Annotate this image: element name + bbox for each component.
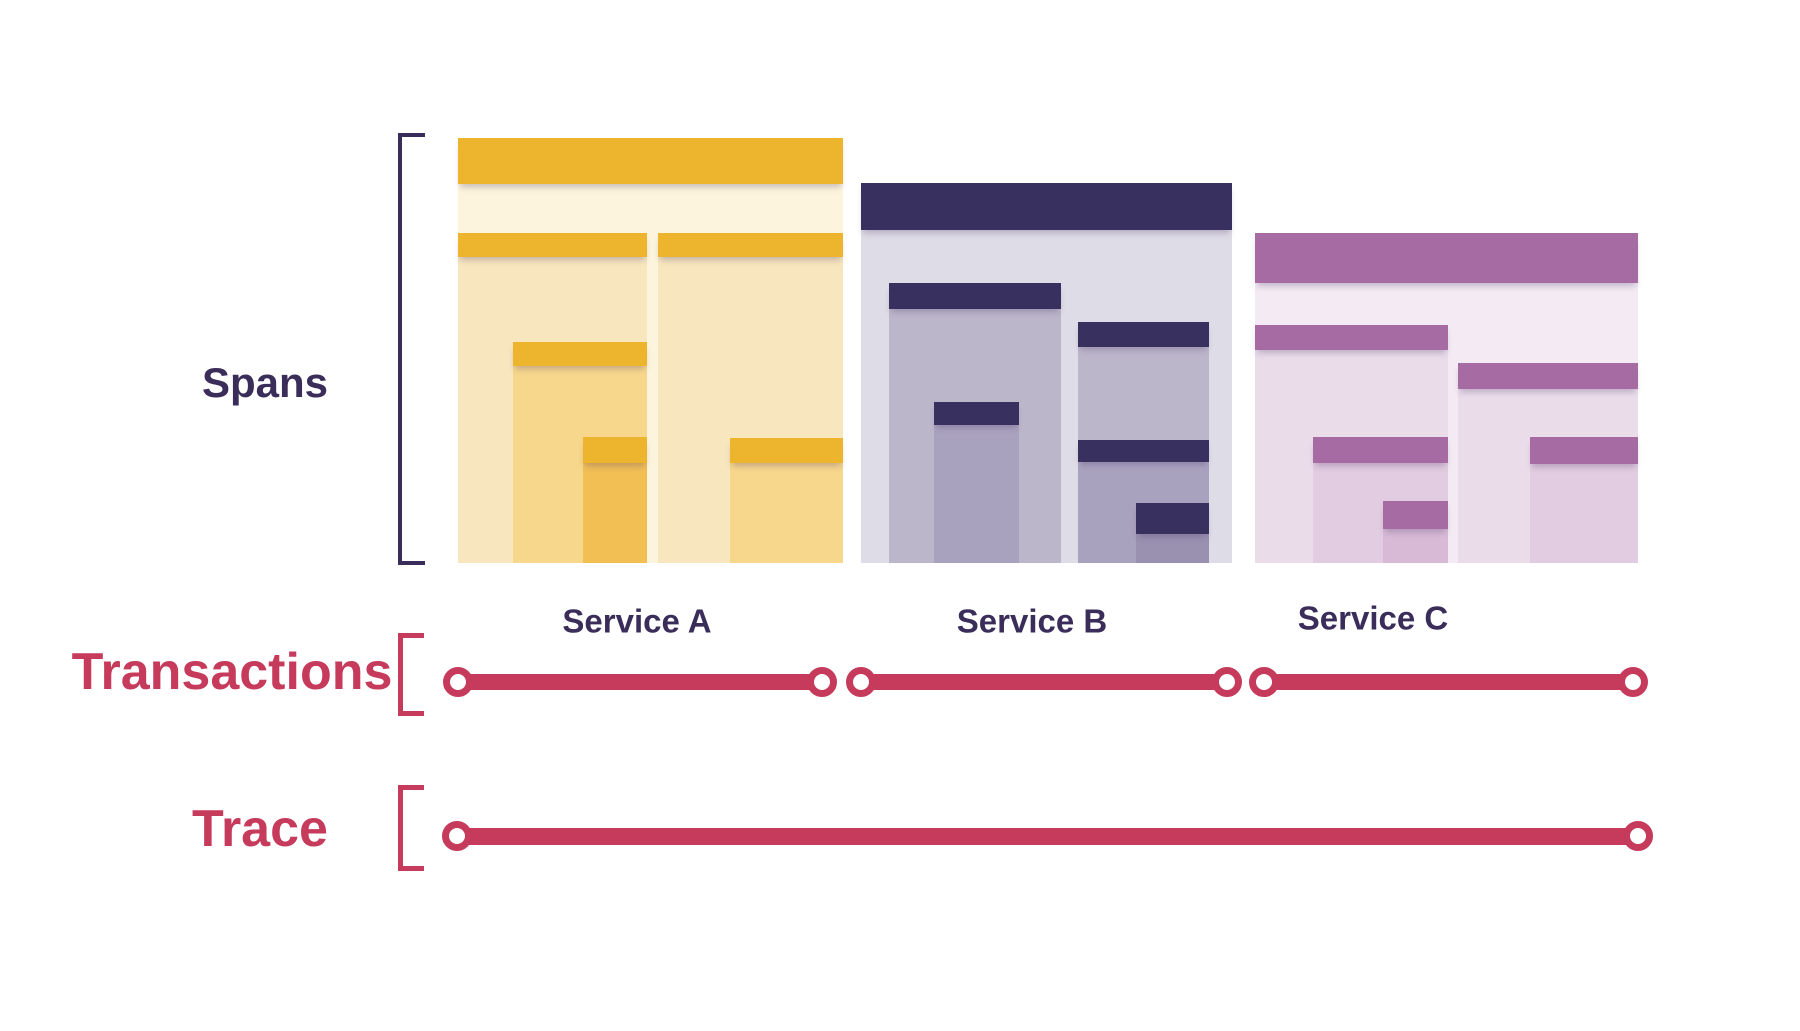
- transactions-timeline-segment-3-start-ring: [1249, 667, 1279, 697]
- service-b-span-5-body: [1136, 534, 1209, 563]
- service-a-root-span-header: [458, 138, 843, 184]
- service-a-span-4-header: [583, 437, 647, 463]
- service-c-span-4-header: [1383, 501, 1448, 529]
- service-b-label: Service B: [956, 602, 1108, 640]
- service-b-span-4-header: [1078, 440, 1209, 462]
- transactions-timeline-segment-3: [1264, 674, 1633, 690]
- spans-bracket: [398, 133, 425, 565]
- service-a-label: Service A: [562, 602, 712, 640]
- trace-label: Trace: [192, 800, 328, 858]
- service-a-span-5-header: [730, 438, 843, 463]
- service-b-span-2-header: [934, 402, 1019, 425]
- spans-label: Spans: [201, 359, 329, 406]
- transactions-timeline-segment-1-start-ring: [443, 667, 473, 697]
- transactions-timeline-segment-2: [861, 674, 1227, 690]
- service-b-span-3-header: [1078, 322, 1209, 347]
- transactions-timeline-segment-2-end-ring: [1212, 667, 1242, 697]
- trace-timeline-segment-1: [457, 827, 1638, 845]
- service-a-span-2-header: [658, 233, 843, 257]
- trace-bracket: [398, 785, 424, 871]
- service-c-root-span-header: [1255, 233, 1638, 283]
- service-a-span-1-header: [458, 233, 647, 257]
- transactions-bracket: [398, 633, 424, 716]
- service-b-root-span-header: [861, 183, 1232, 230]
- transactions-timeline-segment-1: [458, 674, 822, 690]
- trace-timeline-segment-1-start-ring: [442, 821, 472, 851]
- transactions-timeline-segment-1-end-ring: [807, 667, 837, 697]
- transactions-timeline-segment-2-start-ring: [846, 667, 876, 697]
- service-c-span-1-header: [1255, 325, 1448, 350]
- service-b-span-2-body: [934, 425, 1019, 563]
- service-c-span-4-body: [1383, 529, 1448, 563]
- service-a-span-4-body: [583, 463, 647, 563]
- service-c-span-5-header: [1530, 437, 1638, 464]
- transactions-label: Transactions: [71, 643, 393, 701]
- service-b-span-5-header: [1136, 503, 1209, 534]
- service-c-span-5-body: [1530, 464, 1638, 563]
- service-b-span-1-header: [889, 283, 1061, 309]
- service-c-span-2-header: [1458, 363, 1638, 389]
- service-c-label: Service C: [1297, 599, 1449, 637]
- transactions-timeline-segment-3-end-ring: [1618, 667, 1648, 697]
- service-a-span-3-header: [513, 342, 647, 366]
- service-a-span-5-body: [730, 463, 843, 563]
- service-c-span-3-header: [1313, 437, 1448, 463]
- trace-timeline-segment-1-end-ring: [1623, 821, 1653, 851]
